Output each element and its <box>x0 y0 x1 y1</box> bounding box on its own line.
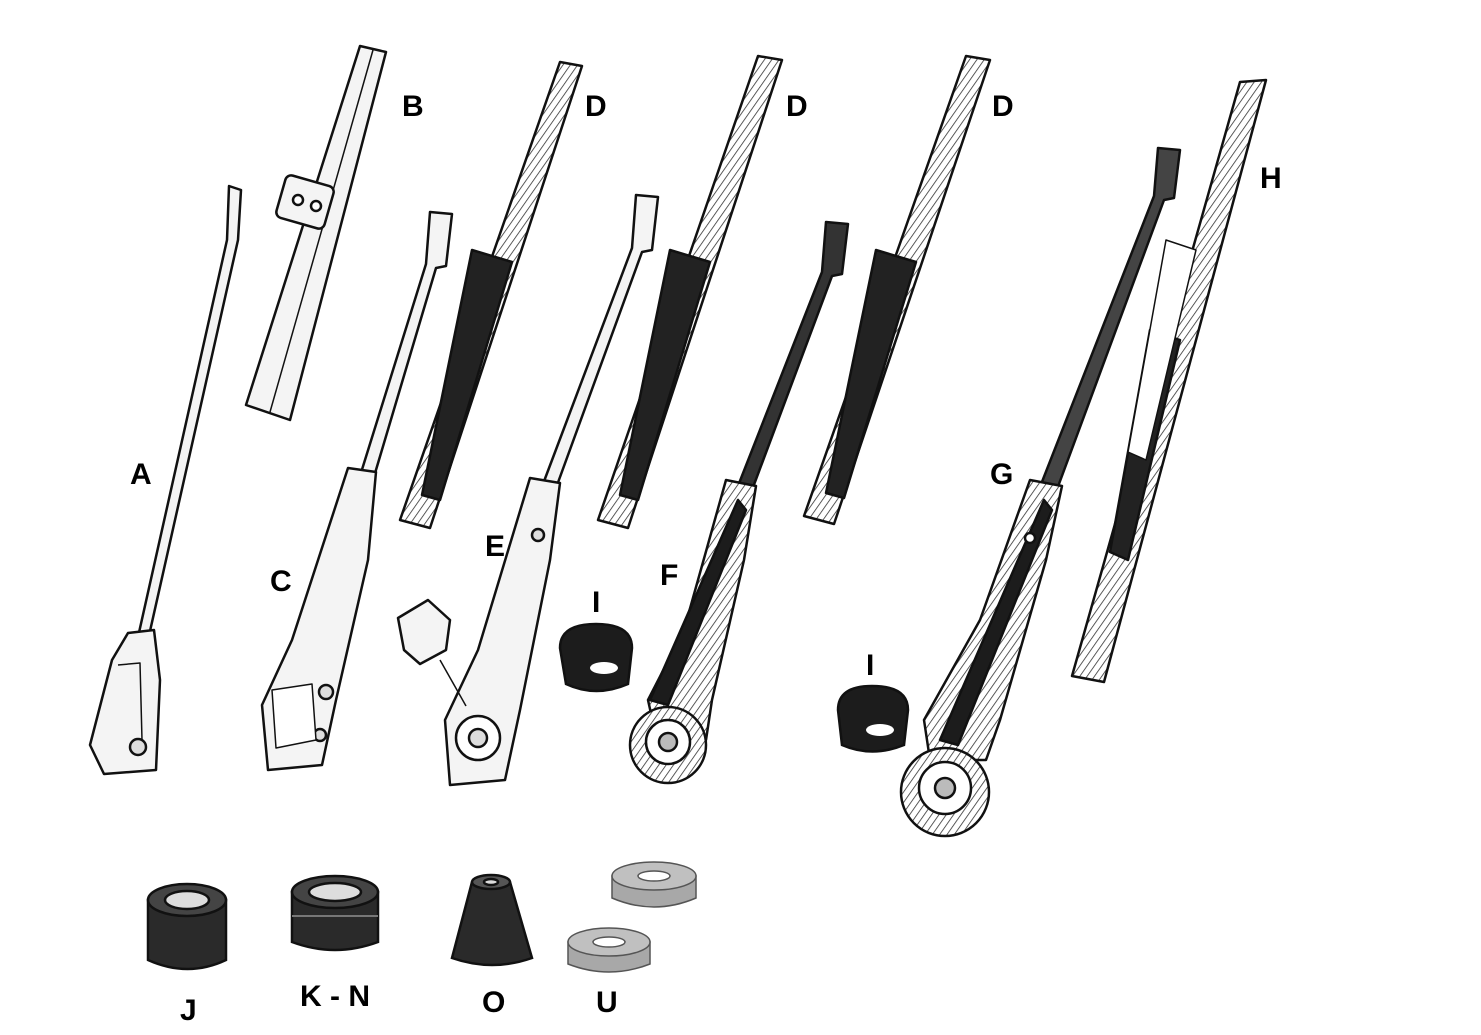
part-kn-grommet <box>290 874 380 952</box>
label-d-3: D <box>992 90 1014 123</box>
label-b: B <box>402 90 424 123</box>
part-i-cap-2 <box>836 684 910 753</box>
part-g-wiper-arm <box>899 146 1182 838</box>
part-d-wiper-blade-1 <box>398 60 584 530</box>
part-o-cone-cover <box>450 873 534 967</box>
label-d-2: D <box>786 90 808 123</box>
part-e-wiper-arm <box>396 193 660 787</box>
part-f-wiper-arm <box>628 220 850 785</box>
label-e: E <box>485 530 506 563</box>
part-d-wiper-blade-2 <box>596 54 784 530</box>
label-f: F <box>660 559 679 592</box>
part-j-bushing <box>146 882 228 971</box>
label-o: O <box>482 986 506 1019</box>
label-g: G <box>990 458 1014 491</box>
label-i-1: I <box>592 586 601 619</box>
label-a: A <box>130 458 152 491</box>
label-j: J <box>180 994 197 1027</box>
part-h-wiper-blade <box>1070 78 1268 684</box>
part-i-cap-1 <box>558 622 634 693</box>
part-a-wiper-arm <box>88 184 243 776</box>
label-u: U <box>596 986 618 1019</box>
part-b-blade-holder <box>244 44 388 422</box>
part-u-washers <box>567 861 697 973</box>
label-kn: K - N <box>300 980 370 1013</box>
label-i-2: I <box>866 649 875 682</box>
label-d-1: D <box>585 90 607 123</box>
label-h: H <box>1260 162 1282 195</box>
part-d-wiper-blade-3 <box>802 54 992 526</box>
part-c-wiper-arm <box>260 210 454 772</box>
label-c: C <box>270 565 292 598</box>
